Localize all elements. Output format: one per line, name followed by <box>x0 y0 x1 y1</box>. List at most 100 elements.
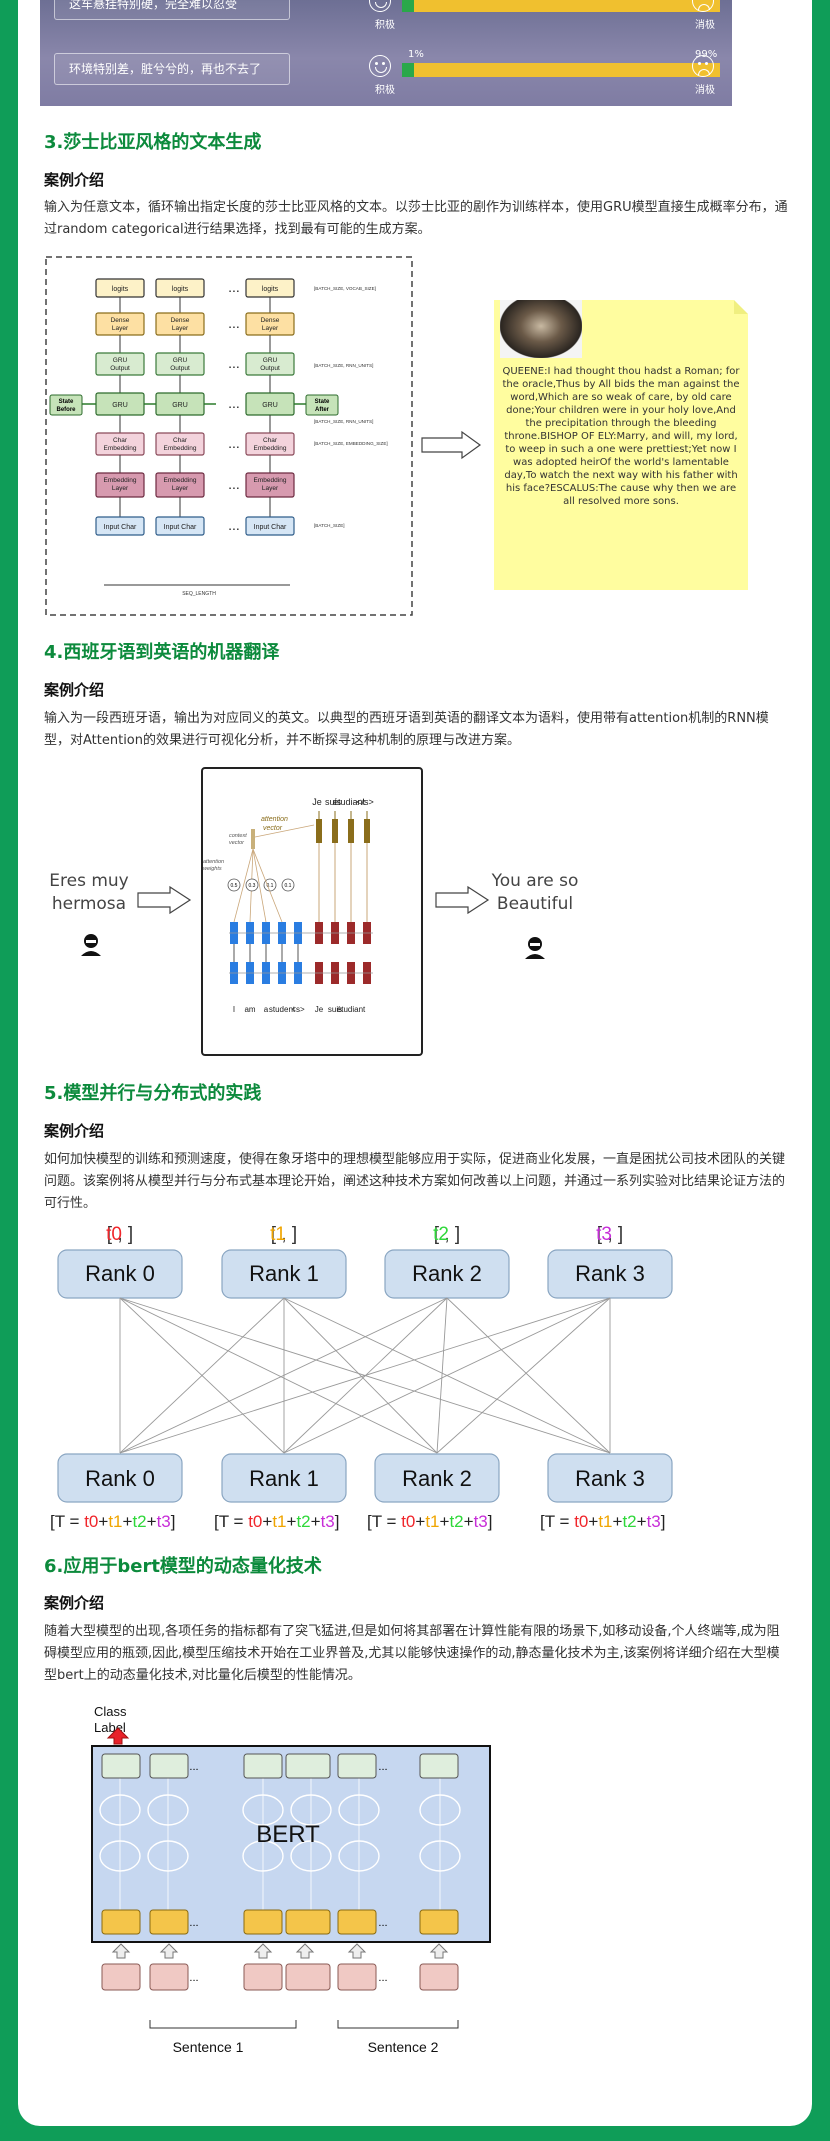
source-word: Je <box>315 1005 324 1014</box>
rank-label: Rank 2 <box>412 1261 482 1286</box>
layer-box <box>155 516 205 536</box>
dimension-label: [BATCH_SIZE, VOCAB_SIZE] <box>314 286 376 291</box>
allreduce-edge <box>119 1297 438 1454</box>
attention-weight-value: 0.1 <box>267 883 274 889</box>
state-before-box <box>49 394 83 416</box>
person-icon <box>523 935 547 959</box>
section-description: 输入为一段西班牙语，输出为对应同义的英文。以典型的西班牙语到英语的翻译文本为语料… <box>44 711 769 748</box>
attention-vector-label: vector <box>263 825 283 832</box>
attention-weight-node <box>281 878 295 892</box>
output-token-box <box>243 1753 283 1779</box>
tensor-label-bracket: [ , ] <box>107 1224 133 1245</box>
state-before-label: Before <box>56 407 76 413</box>
source-word: étudiant <box>337 1005 366 1014</box>
layer-label: Char <box>113 437 128 444</box>
dimension-label: [BATCH_SIZE] <box>314 523 345 528</box>
layer-label: GRU <box>113 357 128 364</box>
output-token-box <box>419 1753 459 1779</box>
layer-label: Embedding <box>254 445 287 452</box>
attention-weight-value: 0.1 <box>285 883 292 889</box>
attention-weight-value: 0.3 <box>249 883 256 889</box>
arrow-icon <box>134 885 194 919</box>
layer-label: Output <box>170 365 190 372</box>
up-arrow-icon <box>106 1727 130 1745</box>
ellipsis: ... <box>189 1972 198 1984</box>
attention-vector-cell <box>316 819 322 843</box>
layer-box <box>95 516 145 536</box>
ellipsis: ... <box>378 1917 387 1929</box>
sentiment-demo-banner: 这车悬挂特别硬，完全难以忍受 积极 消极 环境特别差，脏兮兮的，再也不去了 1%… <box>40 0 732 106</box>
target-word: </s> <box>356 797 374 807</box>
negative-label: 消极 <box>695 85 715 96</box>
attention-weights-label: weights <box>203 866 222 872</box>
output-token-box <box>337 1753 377 1779</box>
attention-line <box>254 824 315 838</box>
attention-weights-label: attention <box>203 859 224 865</box>
attention-vector-cell <box>364 819 370 843</box>
up-arrow-icon <box>159 1943 179 1959</box>
layer-label: Layer <box>172 325 189 332</box>
tensor-label: t2 <box>433 1224 449 1245</box>
sum-formula: [T = t0+t1+t2+t3] <box>50 1512 175 1531</box>
rank-label: Rank 1 <box>249 1466 319 1491</box>
layer-label: Embedding <box>104 445 137 452</box>
sentiment-bar <box>402 63 720 77</box>
state-after-label: State <box>315 399 330 405</box>
ellipsis: ... <box>228 279 240 295</box>
ellipsis: ... <box>228 395 240 411</box>
input-token-box <box>149 1963 189 1991</box>
layer-label: Embedding <box>104 477 137 484</box>
layer-label: GRU <box>173 357 188 364</box>
context-vector-label: context <box>229 833 247 839</box>
embedding-box <box>337 1909 377 1935</box>
smile-icon <box>369 55 391 77</box>
rank-label: Rank 2 <box>402 1466 472 1491</box>
output-token-box <box>149 1753 189 1779</box>
source-word: <s> <box>291 1005 305 1014</box>
input-token-box <box>285 1963 331 1991</box>
layer-label: Output <box>110 365 130 372</box>
state-after-box <box>305 394 339 416</box>
ellipsis: ... <box>378 1972 387 1984</box>
attention-weight-node <box>227 878 241 892</box>
section-subtitle: 案例介绍 <box>44 1594 105 1612</box>
allreduce-edge <box>436 1297 448 1454</box>
sum-formula: [T = t0+t1+t2+t3] <box>214 1512 339 1531</box>
source-word: I <box>233 1005 235 1014</box>
attention-weight-value: 0.5 <box>231 883 238 889</box>
embedding-box <box>419 1909 459 1935</box>
allreduce-edge <box>436 1297 611 1454</box>
positive-label: 积极 <box>375 85 395 96</box>
sentence-bracket <box>337 2020 459 2029</box>
seq-length-label: SEQ_LENGTH <box>182 591 216 597</box>
embedding-box <box>149 1909 189 1935</box>
layer-label: logits <box>112 286 129 293</box>
layer-label: logits <box>172 286 189 293</box>
state-before-label: State <box>59 399 74 405</box>
allreduce-edge <box>119 1297 448 1454</box>
ellipsis: ... <box>378 1761 387 1773</box>
negative-label: 消极 <box>695 20 715 31</box>
section-title: 5.模型并行与分布式的实践 <box>44 1083 262 1104</box>
tensor-label-bracket: [ , ] <box>434 1224 460 1245</box>
embedding-box <box>243 1909 283 1935</box>
allreduce-edge <box>283 1297 438 1454</box>
bert-diagram: ClassLabelBERT..................Sentence… <box>91 1704 491 2055</box>
section-description: 随着大型模型的出现,各项任务的指标都有了突飞猛进,但是如何将其部署在计算性能有限… <box>44 1624 780 1683</box>
target-word: suis <box>325 797 342 807</box>
layer-label: Embedding <box>164 477 197 484</box>
embedding-box <box>285 1909 331 1935</box>
rank-label: Rank 3 <box>575 1466 645 1491</box>
sentiment-row: 这车悬挂特别硬，完全难以忍受 积极 消极 <box>40 0 732 31</box>
rank-label: Rank 0 <box>85 1466 155 1491</box>
rank-node-bottom <box>547 1453 673 1503</box>
layer-label: Layer <box>112 325 129 332</box>
attention-vector-cell <box>332 819 338 843</box>
rank-node-bottom <box>374 1453 500 1503</box>
embedding-box <box>101 1909 141 1935</box>
ellipsis: ... <box>228 355 240 371</box>
input-text-line: Eres muy <box>49 871 129 891</box>
sum-formula: [T = t0+t1+t2+t3] <box>367 1512 492 1531</box>
